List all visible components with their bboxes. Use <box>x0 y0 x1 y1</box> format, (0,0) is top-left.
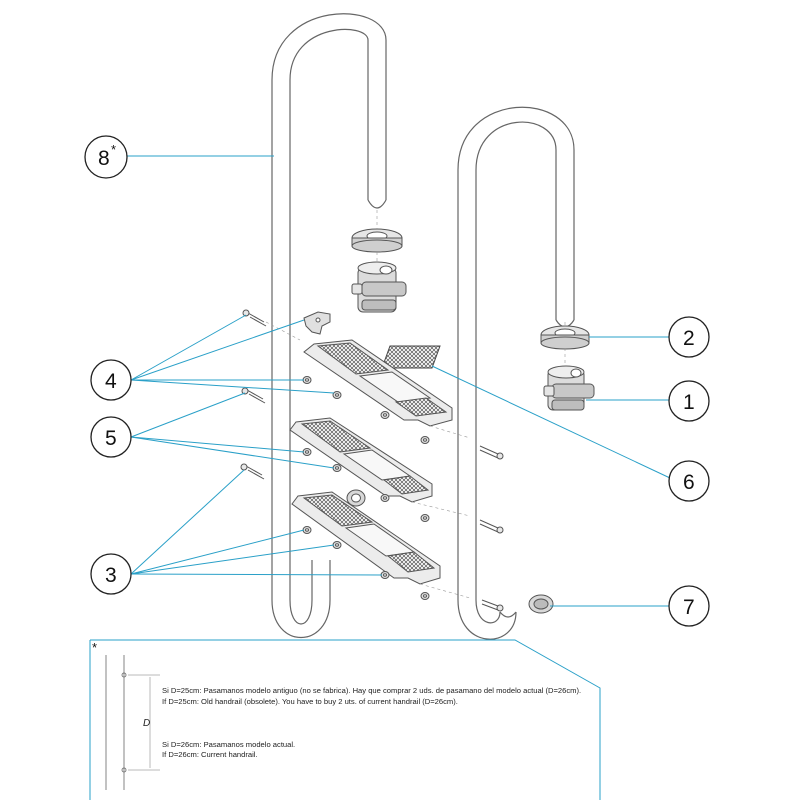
step-middle <box>289 417 433 503</box>
note-box: * D <box>89 640 160 800</box>
nuts-washers <box>302 376 430 600</box>
callout-4-label: 4 <box>105 370 117 393</box>
callout-6-label: 6 <box>683 471 695 494</box>
callout-2: 2 <box>668 316 710 358</box>
step-upper <box>303 339 453 427</box>
note-line-en-25: If D=25cm: Old handrail (obsolete). You … <box>162 697 458 706</box>
anchor-part-1 <box>543 365 595 411</box>
right-handrail <box>457 106 575 640</box>
callout-3-label: 3 <box>105 564 117 587</box>
assembly-guide-lines <box>265 210 566 599</box>
callout-7: 7 <box>668 585 710 627</box>
note-line-es-26: Si D=26cm: Pasamanos modelo actual. <box>162 740 296 749</box>
flange-part-2 <box>540 325 590 350</box>
step-clip-part-4 <box>303 311 331 335</box>
callout-7-label: 7 <box>683 596 695 619</box>
leader-lines <box>90 155 671 800</box>
callout-4: 4 <box>90 359 132 401</box>
callout-1: 1 <box>668 380 710 422</box>
note-line-es-25: Si D=25cm: Pasamanos modelo antiguo (no … <box>162 686 582 695</box>
callout-2-label: 2 <box>683 327 695 350</box>
callout-5: 5 <box>90 416 132 458</box>
note-line-en-26: If D=26cm: Current handrail. <box>162 750 258 759</box>
antislip-pad-part-6 <box>381 345 441 369</box>
bolts-left <box>240 309 267 480</box>
rail-end-cap <box>346 489 366 507</box>
callout-8: 8 * <box>84 135 128 179</box>
callout-6: 6 <box>668 460 710 502</box>
handrail-dimension-sketch <box>105 655 160 790</box>
upper-flange <box>351 228 403 253</box>
bolts-right <box>479 445 504 612</box>
step-lower <box>291 491 441 585</box>
callout-1-label: 1 <box>683 391 695 414</box>
callout-5-label: 5 <box>105 427 117 450</box>
callout-3: 3 <box>90 553 132 595</box>
end-cap-part-7 <box>528 594 554 614</box>
left-handrail <box>271 13 387 638</box>
callout-8-label: 8 <box>98 147 110 170</box>
upper-anchor <box>351 261 407 313</box>
note-marker: * <box>92 640 97 655</box>
callout-8-star: * <box>111 142 116 157</box>
dimension-d-label: D <box>143 718 150 729</box>
